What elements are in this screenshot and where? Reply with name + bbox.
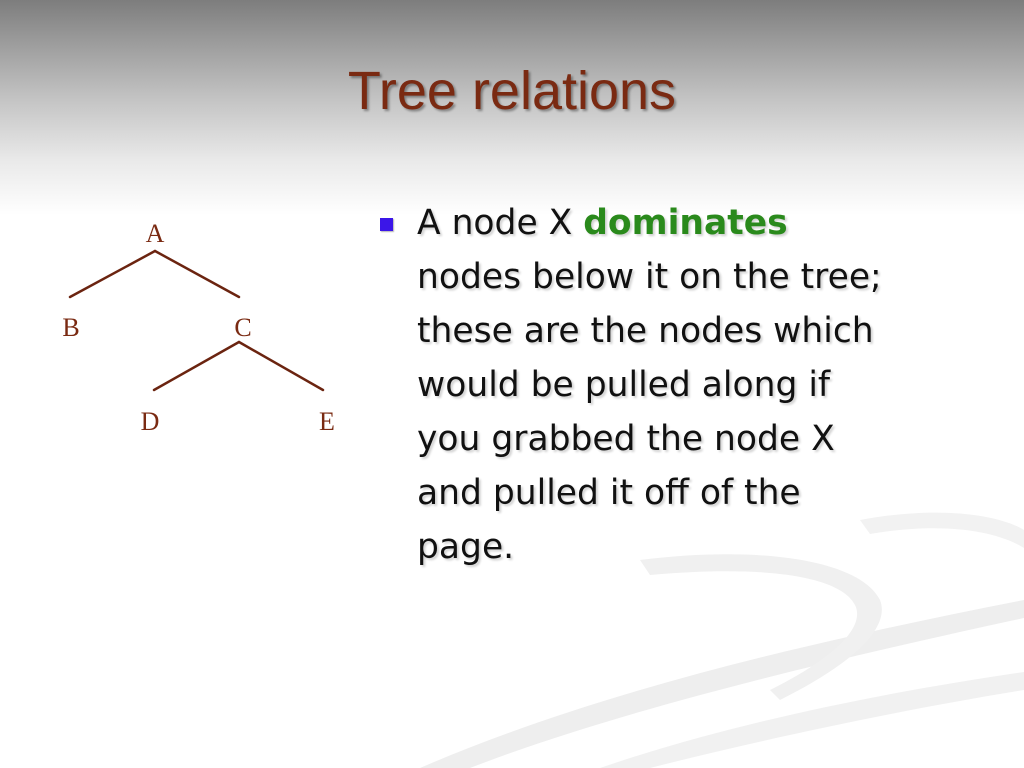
swoosh-band-1 xyxy=(420,600,1024,768)
bullet-prefix: A node X xyxy=(417,203,584,243)
bullet-text: A node X dominates nodes below it on the … xyxy=(417,196,1017,574)
node-c: C xyxy=(234,313,251,342)
swoosh-band-2 xyxy=(600,672,1024,768)
square-bullet-icon xyxy=(380,218,393,231)
bullet-line-4: you grabbed the node X xyxy=(417,419,835,459)
bullet-line-1: nodes below it on the tree; xyxy=(417,257,882,297)
edge-a-b xyxy=(68,249,157,299)
node-b: B xyxy=(62,313,79,342)
edge-c-e xyxy=(237,340,325,392)
edge-c-d xyxy=(152,340,241,392)
bullet-line-6: page. xyxy=(417,527,515,567)
swoosh-band-4 xyxy=(860,512,1024,548)
swoosh-band-3 xyxy=(640,554,882,700)
bullet-line-3: would be pulled along if xyxy=(417,365,831,405)
bullet-line-2: these are the nodes which xyxy=(417,311,874,351)
bullet-line-5: and pulled it off of the xyxy=(417,473,801,513)
highlighted-term: dominates xyxy=(583,203,788,243)
node-e: E xyxy=(319,407,335,436)
node-d: D xyxy=(141,407,160,436)
edge-a-c xyxy=(153,249,241,299)
slide-title: Tree relations xyxy=(347,61,677,121)
node-a: A xyxy=(146,219,165,248)
